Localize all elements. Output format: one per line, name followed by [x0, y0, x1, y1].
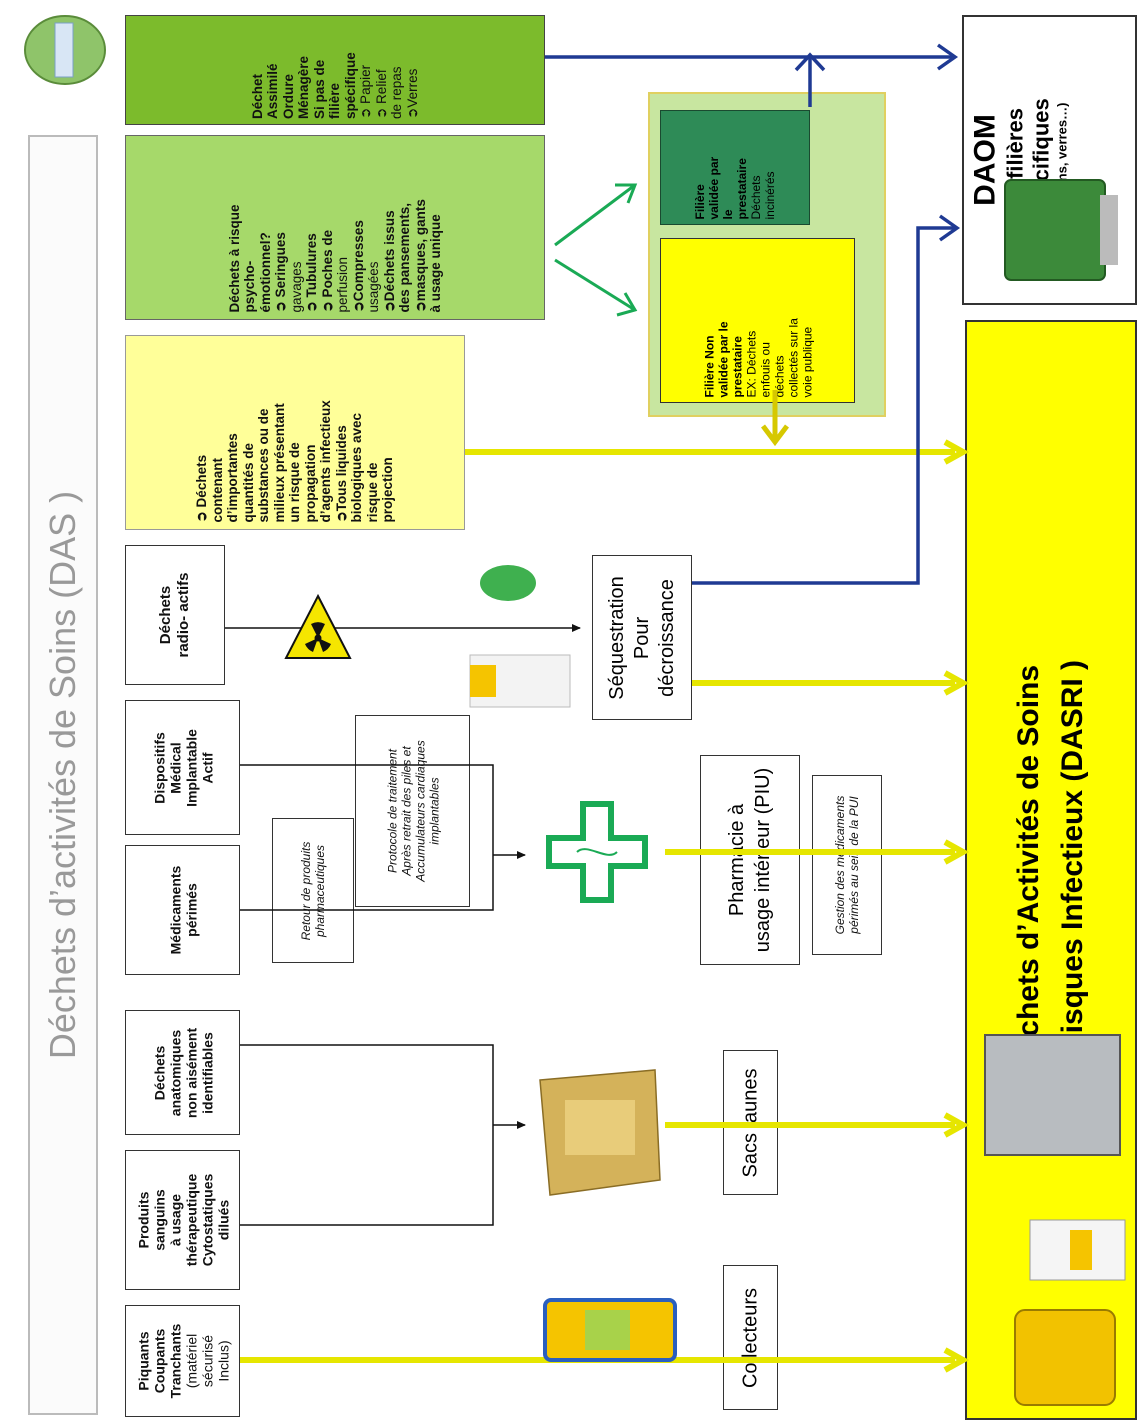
connector-group-medicaments: [240, 764, 526, 911]
logo: [15, 5, 115, 95]
collector-container-icon: [543, 1298, 677, 1362]
filiere-validee-box: Filière validée par le prestataire Déche…: [660, 110, 810, 225]
category-produits-sanguins: Produits sanguins à usage thérapeutique …: [125, 1150, 240, 1290]
connector-group-anatomiques: [240, 1044, 526, 1226]
category-psycho: Déchets à risque psycho- émotionnel? ➲ S…: [125, 135, 545, 320]
category-anatomiques: Déchets anatomiques non aisément identif…: [125, 1010, 240, 1135]
category-medicaments: Médicaments périmés: [125, 845, 240, 975]
yellow-container-icon: [1014, 1309, 1116, 1406]
green-bin-icon: [1004, 179, 1118, 281]
pharmacy-cross-icon: [546, 801, 648, 903]
green-bag-icon: [480, 565, 536, 601]
sealed-box-icon: [469, 654, 571, 708]
category-liquides: ➲ Déchets contenant d’importantes quanti…: [125, 335, 465, 530]
protocole-box: Protocole de traitement Après retrait de…: [355, 715, 470, 907]
pharmacie-box: Pharmacie à usage intérieur (PIU): [700, 755, 800, 965]
category-radioactifs: Déchets radio- actifs: [125, 545, 225, 685]
navy-arrows: [545, 43, 961, 585]
white-containers-icon: [1029, 1219, 1126, 1281]
yellow-bag-icon: [539, 1069, 661, 1196]
filiere-non-validee-box: Filière Non validée par le prestataire E…: [660, 238, 855, 403]
sequestration-box: Séquestration Pour décroissance: [592, 555, 692, 720]
title-panel: Déchets d’activités de Soins (DAS ): [28, 135, 98, 1415]
green-arrows: [554, 183, 638, 317]
category-dispositifs: Dispositifs Médical Implantable Actif: [125, 700, 240, 835]
gestion-box: Gestion des médicaments périmés au sein …: [812, 775, 882, 955]
map-logo-icon: [24, 15, 106, 85]
category-piquants: Piquants Coupants Tranchants (matériel s…: [125, 1305, 240, 1417]
category-assimile: Déchet Assimilé Ordure Ménagère Si pas d…: [125, 15, 545, 125]
yellow-arrow-filiere: [761, 390, 789, 447]
retour-produits-box: Retour de produits pharmaceutiques: [272, 818, 354, 963]
grey-container-icon: [984, 1034, 1121, 1156]
radiation-icon: [284, 593, 352, 659]
collecteurs-box: Collecteurs: [723, 1265, 778, 1410]
